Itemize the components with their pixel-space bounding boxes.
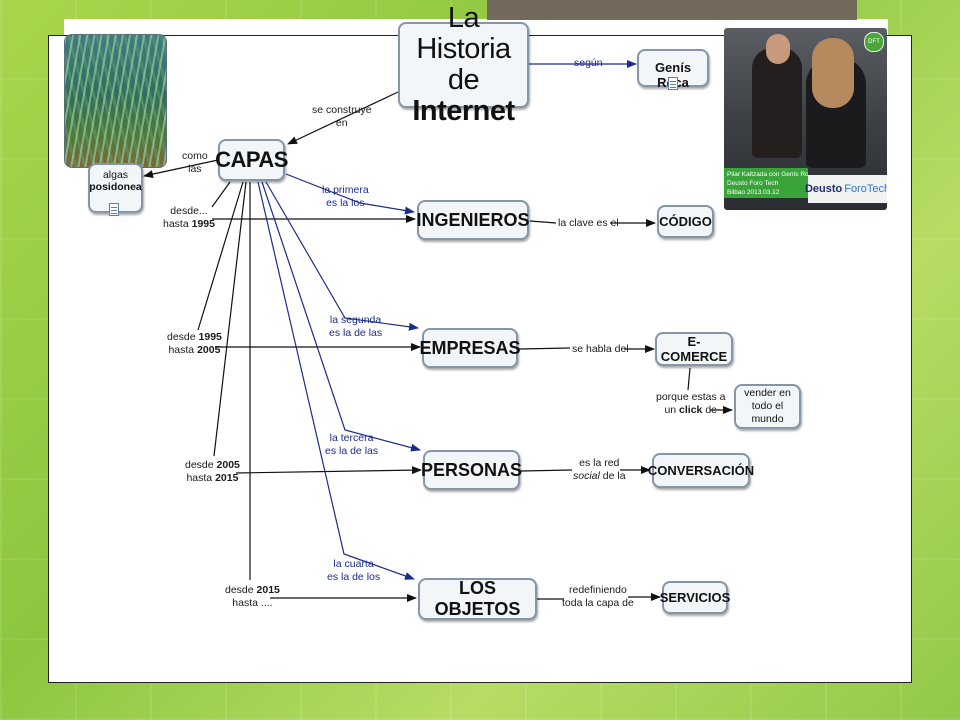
forotech-photo: DFT Pilar Kaltzada con Genís Roca Deusto… (724, 28, 887, 210)
photo-hair (812, 38, 854, 108)
label-clave: la clave es el (558, 217, 619, 229)
top-dark-strip (487, 0, 857, 20)
label-red-social: es la red social de la (573, 457, 626, 482)
empresas-node[interactable]: EMPRESAS (419, 328, 521, 368)
title-line2: de Internet (412, 64, 515, 127)
photo-caption: Pilar Kaltzada con Genís Roca Deusto For… (724, 168, 808, 198)
label-como-las: como las (182, 150, 208, 175)
title-line1: La Historia (416, 2, 511, 65)
conversacion-node[interactable]: CONVERSACIÓN (648, 453, 754, 488)
document-icon[interactable] (668, 77, 678, 90)
capas-node[interactable]: CAPAS (215, 139, 288, 181)
label-cuarta: la cuarta es la de los (327, 558, 381, 583)
label-desde-2015: desde 2015 hasta .... (225, 584, 280, 609)
document-icon-algas[interactable] (109, 203, 119, 216)
codigo-node[interactable]: CÓDIGO (657, 205, 714, 238)
los-objetos-node[interactable]: LOS OBJETOS (418, 578, 537, 620)
label-se-construye: se construye en (312, 104, 372, 129)
title-node[interactable]: La Historia de Internet (398, 3, 529, 127)
photo-person-left (752, 48, 802, 158)
photo-badge: DFT (864, 32, 884, 52)
posidonia-photo (64, 34, 167, 168)
vender-node[interactable]: vender en todo el mundo (734, 384, 801, 429)
label-desde-hasta-1995: desde... hasta 1995 (163, 205, 215, 230)
personas-node[interactable]: PERSONAS (421, 450, 522, 490)
label-segun: según (574, 57, 603, 69)
label-2005-2015: desde 2005 hasta 2015 (185, 459, 240, 484)
label-porque: porque estas a un click de (656, 391, 726, 416)
label-segunda: la segunda es la de las (329, 314, 383, 339)
ecomerce-node[interactable]: E-COMERCE (655, 332, 733, 366)
ingenieros-node[interactable]: INGENIEROS (416, 200, 530, 240)
label-primera: la primera es la los (322, 184, 369, 209)
label-1995-2005: desde 1995 hasta 2005 (167, 331, 222, 356)
servicios-node[interactable]: SERVICIOS (660, 581, 730, 614)
photo-face (766, 34, 790, 64)
label-redefiniendo: redefiniendo toda la capa de (562, 584, 634, 609)
label-tercera: la tercera es la de las (325, 432, 379, 457)
label-habla: se habla del (572, 343, 629, 355)
